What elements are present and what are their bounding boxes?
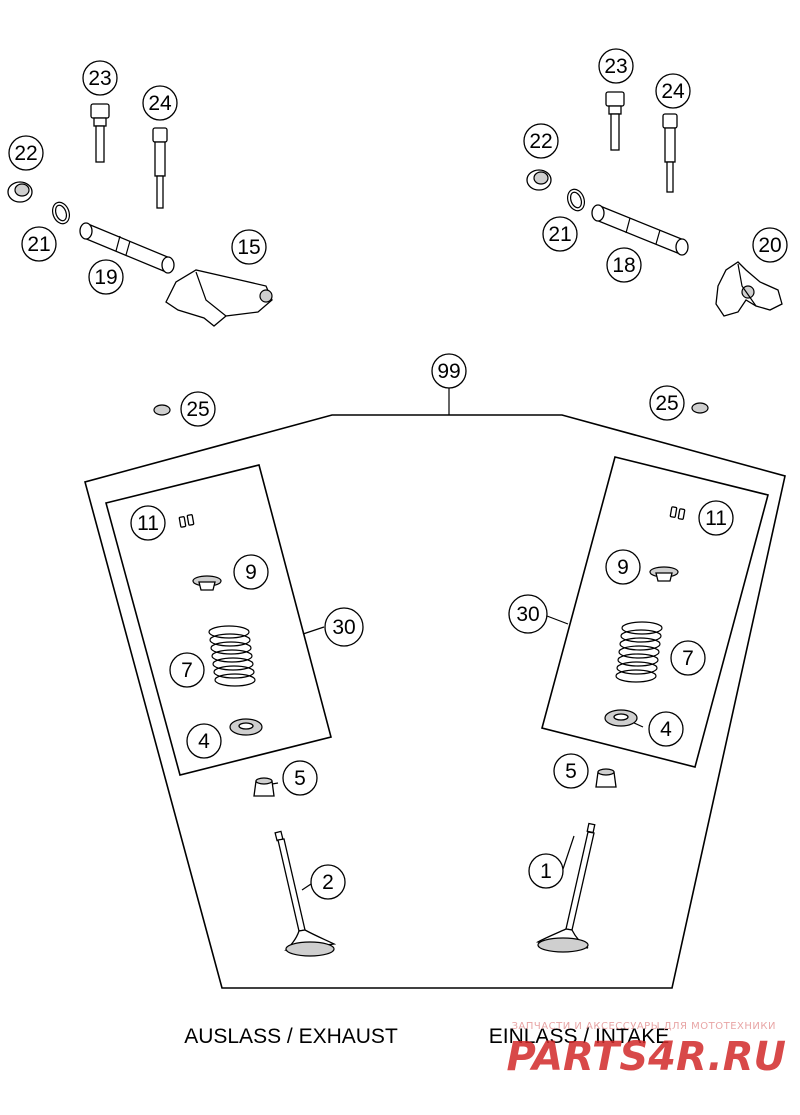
callout-text: 7 [682, 647, 694, 670]
callout-30-left: 30 [324, 607, 364, 647]
callout-text: 21 [27, 233, 50, 256]
callout-21-right: 21 [542, 216, 578, 252]
callout-1: 1 [528, 853, 564, 889]
callout-99: 99 [431, 353, 467, 389]
callout-23-left: 23 [82, 60, 118, 96]
callout-text: 30 [516, 603, 539, 626]
collets-11-right-icon [669, 506, 686, 520]
callout-4-left: 4 [186, 723, 222, 759]
callout-text: 23 [88, 67, 111, 90]
callout-text: 24 [148, 92, 172, 115]
callout-15: 15 [231, 229, 267, 265]
callout-9-right: 9 [605, 549, 641, 585]
callout-19: 19 [88, 259, 124, 295]
callout-text: 25 [655, 392, 678, 415]
callout-25-left: 25 [180, 391, 216, 427]
spring-seat-4-left-icon [229, 718, 263, 736]
kit-frame-99 [84, 414, 786, 989]
callout-text: 9 [245, 561, 257, 584]
callout-7-right: 7 [670, 640, 706, 676]
callout-23-right: 23 [598, 48, 634, 84]
cap-22-right-icon [526, 169, 552, 191]
callout-text: 18 [612, 254, 635, 277]
callout-2: 2 [310, 864, 346, 900]
callout-21-left: 21 [21, 226, 57, 262]
callout-text: 4 [198, 730, 210, 753]
callout-11-left: 11 [130, 505, 166, 541]
callout-text: 19 [94, 266, 117, 289]
rocker-arm-15-icon [165, 269, 273, 327]
callout-text: 4 [660, 718, 672, 741]
shim-25-right-icon [691, 402, 709, 414]
shaft-19-icon [79, 222, 175, 274]
callout-text: 22 [529, 130, 552, 153]
collets-11-left-icon [178, 514, 195, 528]
inner-frame-30-right [541, 456, 769, 768]
callout-text: 1 [540, 860, 552, 883]
intake-valve-1-icon [535, 822, 596, 953]
callout-30-right: 30 [508, 594, 548, 634]
intake-label: EINLASS / INTAKE [489, 1025, 670, 1048]
callout-5-right: 5 [553, 753, 589, 789]
callout-text: 9 [617, 556, 629, 579]
callout-text: 23 [604, 55, 627, 78]
exhaust-label: AUSLASS / EXHAUST [184, 1025, 398, 1048]
callout-text: 20 [758, 234, 781, 257]
spring-7-right-icon [615, 621, 663, 683]
watermark-tagline: ЗАПЧАСТИ И АКСЕССУАРЫ ДЛЯ МОТОТЕХНИКИ [512, 1021, 776, 1032]
callout-24-left: 24 [142, 85, 178, 121]
valve-seal-5-left-icon [253, 777, 275, 797]
callout-9-left: 9 [233, 554, 269, 590]
leader-30-right [546, 615, 569, 625]
callout-4-right: 4 [648, 711, 684, 747]
rocker-arm-20-icon [715, 261, 783, 317]
bolt-24-left-icon [152, 127, 168, 209]
retainer-9-left-icon [192, 575, 222, 591]
callout-20: 20 [752, 227, 788, 263]
callout-text: 5 [565, 760, 577, 783]
retainer-9-right-icon [649, 566, 679, 582]
valve-seal-5-right-icon [595, 768, 617, 788]
oring-21-right-icon [566, 188, 586, 212]
spring-seat-4-right-icon [604, 709, 638, 727]
callout-text: 30 [332, 616, 355, 639]
cap-22-left-icon [7, 181, 33, 203]
bolt-23-right-icon [605, 91, 625, 151]
leader-30-left [302, 626, 325, 635]
callout-18: 18 [606, 247, 642, 283]
callout-text: 99 [437, 360, 460, 383]
callout-text: 24 [661, 80, 685, 103]
watermark-logo: PARTS4R.RU [506, 1034, 786, 1080]
callout-5-left: 5 [282, 760, 318, 796]
callout-text: 11 [705, 507, 727, 530]
callout-24-right: 24 [655, 73, 691, 109]
callout-text: 15 [237, 236, 260, 259]
callout-11-right: 11 [698, 500, 734, 536]
callout-22-right: 22 [523, 123, 559, 159]
callout-text: 25 [186, 398, 209, 421]
callout-22-left: 22 [8, 135, 44, 171]
leader-2 [301, 883, 312, 891]
callout-text: 22 [14, 142, 37, 165]
callout-7-left: 7 [169, 652, 205, 688]
spring-7-left-icon [208, 625, 256, 687]
inner-frame-30-left [105, 464, 332, 776]
callout-text: 11 [137, 512, 159, 535]
bolt-24-right-icon [662, 113, 678, 193]
callout-text: 5 [294, 767, 306, 790]
callout-text: 7 [181, 659, 193, 682]
callout-text: 2 [322, 871, 334, 894]
callout-25-right: 25 [649, 385, 685, 421]
oring-21-left-icon [51, 201, 71, 225]
bolt-23-left-icon [90, 103, 110, 163]
exhaust-valve-2-icon [274, 830, 337, 957]
shim-25-left-icon [153, 404, 171, 416]
shaft-18-icon [591, 204, 689, 256]
leader-1 [561, 835, 575, 873]
callout-text: 21 [548, 223, 571, 246]
